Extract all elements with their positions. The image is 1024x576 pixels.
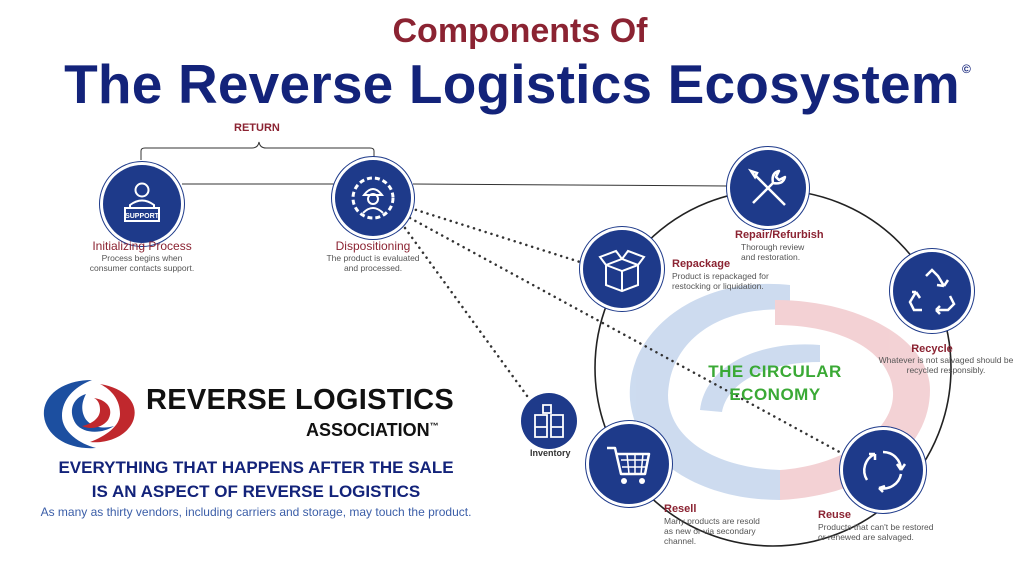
title-top: Components Of: [392, 12, 648, 50]
return-label: RETURN: [234, 122, 280, 134]
tagline-line3: As many as thirty vendors, including car…: [40, 505, 472, 519]
resell-desc: Many products are resold as new or via s…: [664, 516, 760, 546]
stacked-boxes-icon: [521, 393, 577, 449]
shopping-cart-icon: [589, 424, 669, 504]
reuse-arrows-icon: [843, 430, 923, 510]
reuse-title: Reuse: [818, 509, 852, 521]
open-box-icon: [583, 230, 661, 308]
support-agent-icon: SUPPORT: [103, 165, 181, 243]
repackage-title: Repackage: [672, 258, 731, 270]
reuse-desc: Products that can't be restored or renew…: [818, 522, 934, 542]
dotted-connectors: [403, 206, 847, 457]
connector-dispositioning-repair: [412, 183, 729, 187]
recycle-icon: [893, 252, 971, 330]
repair-title: Repair/Refurbish: [735, 229, 824, 241]
tagline-line2: IS AN ASPECT OF REVERSE LOGISTICS: [91, 482, 421, 501]
inventory-title: Inventory: [530, 448, 571, 458]
rla-name: REVERSE LOGISTICS: [146, 384, 455, 416]
recycle-title: Recycle: [911, 343, 953, 355]
svg-text:SUPPORT: SUPPORT: [125, 213, 160, 220]
initializing-desc: Process begins when consumer contacts su…: [89, 253, 195, 273]
resell-title: Resell: [664, 503, 697, 515]
rla-logo: [43, 380, 135, 449]
worker-gear-icon: [335, 160, 411, 236]
tagline-line1: EVERYTHING THAT HAPPENS AFTER THE SALE: [58, 458, 454, 477]
dispositioning-desc: The product is evaluated and processed.: [326, 253, 420, 273]
recycle-desc: Whatever is not salvaged should be recyc…: [878, 355, 1014, 375]
page-title: The Reverse Logistics Ecosystem: [64, 53, 960, 115]
circular-economy-label: THE CIRCULAR ECONOMY: [708, 362, 842, 404]
rla-association: ASSOCIATION™: [306, 420, 439, 440]
repair-desc: Thorough review and restoration.: [741, 242, 805, 262]
initializing-title: Initializing Process: [92, 239, 192, 253]
dispositioning-title: Dispositioning: [335, 239, 411, 253]
copyright-mark: ©: [962, 62, 971, 76]
return-bracket: [140, 141, 375, 160]
repackage-desc: Product is repackaged for restocking or …: [672, 271, 769, 291]
wrench-screwdriver-icon: [730, 150, 806, 226]
